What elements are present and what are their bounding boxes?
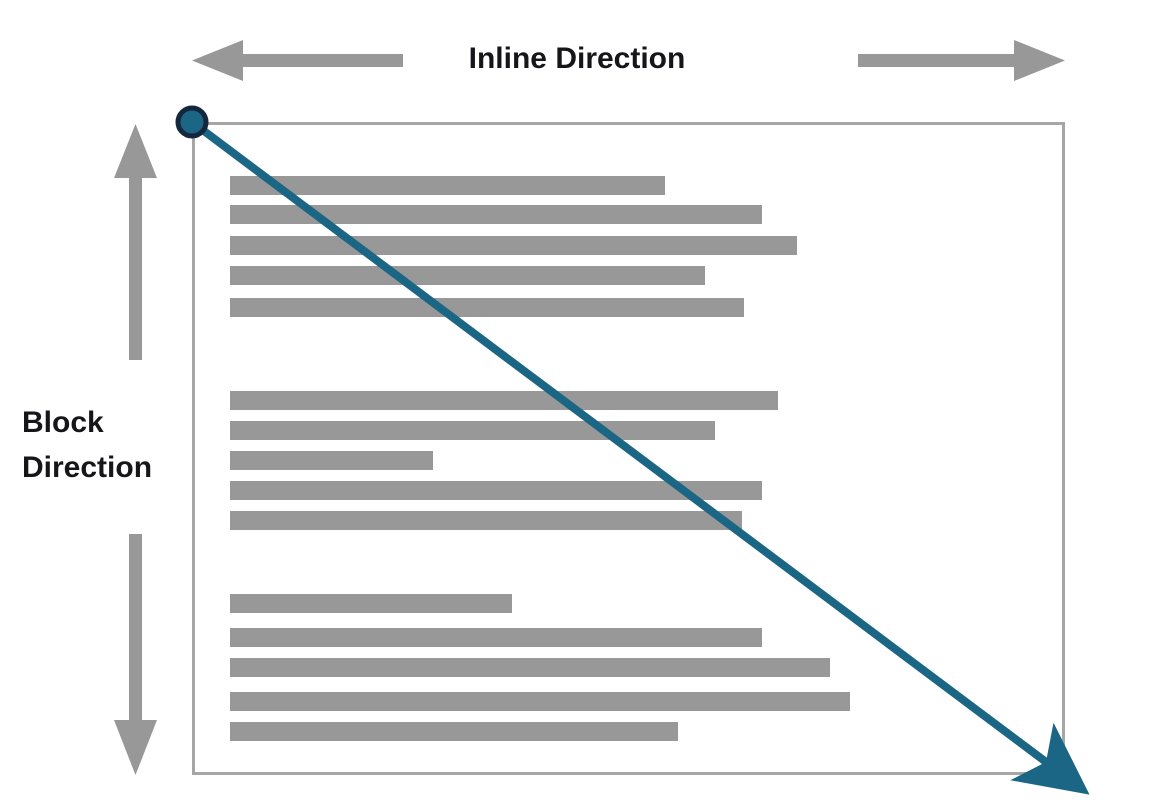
block-direction-label-line1: Block (22, 406, 104, 439)
inline-direction-label: Inline Direction (468, 42, 686, 75)
text-line-bar (230, 391, 778, 410)
text-line-bar (230, 236, 797, 255)
block-direction-label-line2: Direction (22, 451, 153, 484)
text-line-bar (230, 594, 512, 613)
block-direction-label: Block Direction (22, 400, 192, 490)
text-line-bar (230, 722, 678, 741)
text-line-bar (230, 511, 742, 530)
text-line-bar (230, 298, 744, 317)
text-line-bar (230, 628, 762, 647)
text-line-bar (230, 451, 433, 470)
text-line-bar (230, 421, 715, 440)
text-line-bar (230, 658, 830, 677)
text-line-bar (230, 692, 850, 711)
text-line-bar (230, 176, 665, 195)
text-line-bar (230, 205, 762, 224)
text-line-bar (230, 266, 705, 285)
text-line-bar (230, 481, 762, 500)
